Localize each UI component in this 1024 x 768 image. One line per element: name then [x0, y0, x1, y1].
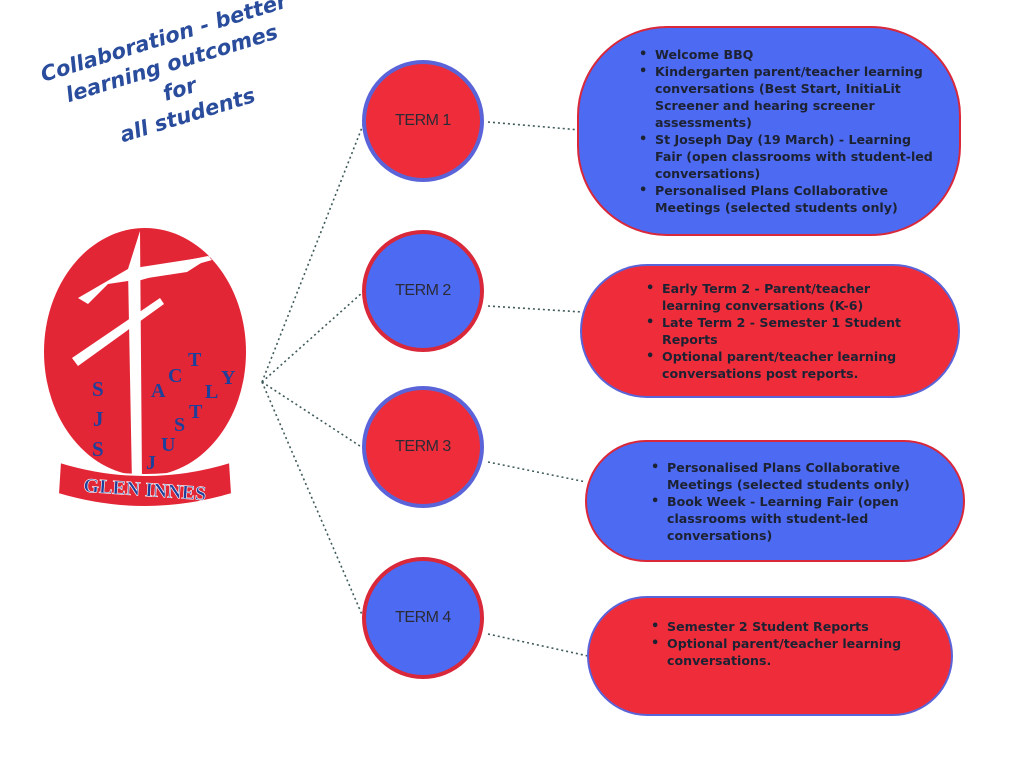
term-3-event: Book Week - Learning Fair (open classroo… — [649, 493, 927, 544]
term-3-events-bubble: Personalised Plans Collaborative Meeting… — [585, 440, 965, 562]
term-3-circle: TERM 3 — [362, 386, 484, 508]
term-4-circle: TERM 4 — [362, 557, 484, 679]
connector-term-3-bubble — [487, 461, 587, 483]
logo-oval — [44, 228, 246, 476]
logo-letter-s1: S — [92, 377, 104, 401]
connector-hub-term-4 — [261, 381, 364, 618]
logo-beam-left — [72, 298, 164, 366]
term-3-event: Personalised Plans Collaborative Meeting… — [649, 459, 927, 493]
logo-seven-stem — [128, 231, 142, 484]
term-1-event: St Joseph Day (19 March) - Learning Fair… — [637, 131, 939, 182]
term-3-label: TERM 3 — [395, 438, 451, 455]
connector-hub-term-1 — [261, 124, 364, 383]
term-2-events-list: Early Term 2 - Parent/teacher learning c… — [644, 280, 928, 382]
term-4-event: Semester 2 Student Reports — [649, 618, 915, 635]
term-1-event: Kindergarten parent/teacher learning con… — [637, 63, 939, 131]
connector-hub-term-2 — [261, 291, 364, 383]
term-2-event: Optional parent/teacher learning convers… — [644, 348, 928, 382]
term-3-events-list: Personalised Plans Collaborative Meeting… — [649, 459, 927, 544]
term-1-event: Personalised Plans Collaborative Meeting… — [637, 182, 939, 216]
logo-motto-s: S — [174, 414, 185, 436]
logo-motto-t: T — [189, 401, 203, 423]
term-2-label: TERM 2 — [395, 282, 451, 299]
term-4-events-list: Semester 2 Student Reports Optional pare… — [649, 618, 915, 669]
logo-banner — [56, 460, 234, 508]
connector-term-2-bubble — [487, 305, 583, 313]
logo-beam-right — [128, 256, 212, 282]
logo-motto-j: J — [146, 452, 156, 474]
term-1-circle: TERM 1 — [362, 60, 484, 182]
logo-motto-u: U — [161, 434, 175, 456]
connector-hub-term-3 — [261, 381, 364, 449]
term-1-label: TERM 1 — [395, 112, 451, 129]
term-4-event: Optional parent/teacher learning convers… — [649, 635, 915, 669]
term-1-event: Welcome BBQ — [637, 46, 939, 63]
term-2-circle: TERM 2 — [362, 230, 484, 352]
logo-motto-a: A — [151, 380, 166, 402]
logo-letter-s2: S — [92, 437, 104, 461]
logo-motto-t2: T — [188, 349, 202, 371]
connector-term-4-bubble — [487, 633, 589, 657]
term-2-event: Late Term 2 - Semester 1 Student Reports — [644, 314, 928, 348]
logo-motto-c: C — [168, 365, 182, 387]
term-1-events-bubble: Welcome BBQ Kindergarten parent/teacher … — [577, 26, 961, 236]
logo-motto-y: Y — [221, 367, 236, 389]
term-4-label: TERM 4 — [395, 609, 451, 626]
term-2-events-bubble: Early Term 2 - Parent/teacher learning c… — [580, 264, 960, 398]
logo-letter-j1: J — [93, 407, 104, 431]
term-2-event: Early Term 2 - Parent/teacher learning c… — [644, 280, 928, 314]
school-logo: S J S J U S T L Y A C T GLEN INNES — [44, 228, 246, 508]
term-4-events-bubble: Semester 2 Student Reports Optional pare… — [587, 596, 953, 716]
connector-term-1-bubble — [487, 121, 581, 131]
term-1-events-list: Welcome BBQ Kindergarten parent/teacher … — [637, 46, 939, 216]
logo-motto-l: L — [205, 381, 218, 403]
